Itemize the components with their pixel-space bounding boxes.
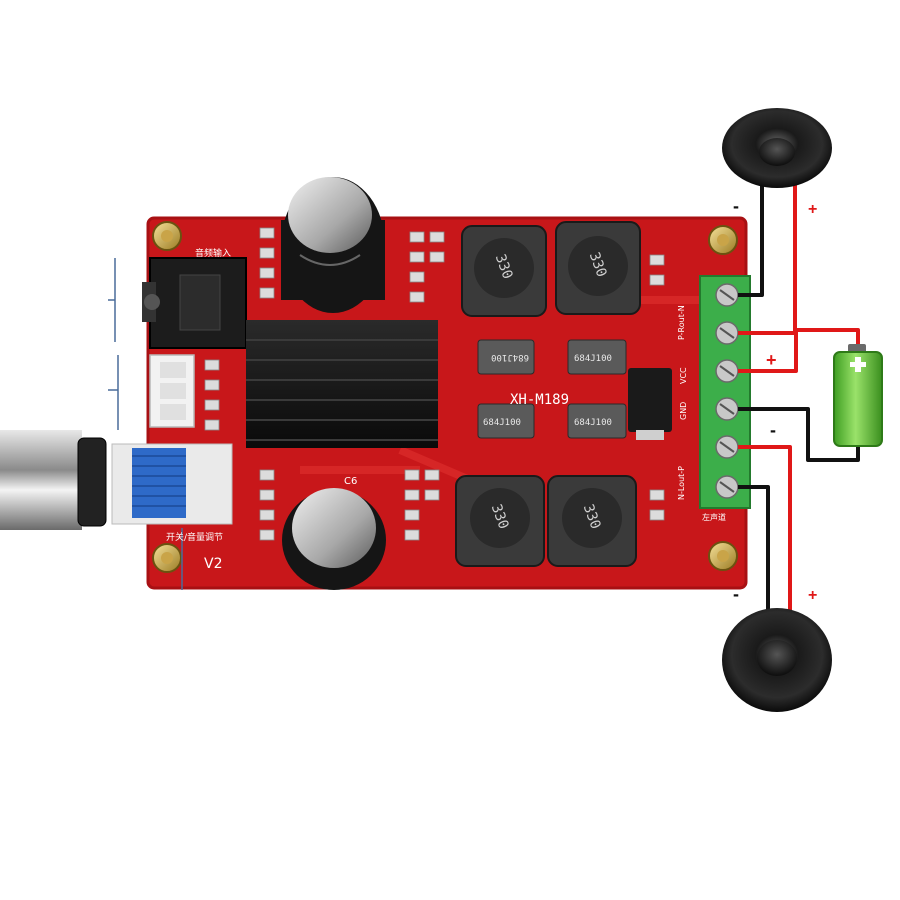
wires bbox=[738, 180, 860, 620]
speaker-top-minus: - bbox=[733, 196, 739, 216]
speaker-bottom-plus: + bbox=[808, 587, 817, 604]
output-label: 左声道 bbox=[702, 512, 726, 522]
cap-label: C6 bbox=[344, 476, 357, 487]
small-inductor-label-1: 684J100 bbox=[491, 352, 529, 362]
terminal-label-rout: P-Rout-N bbox=[677, 305, 686, 340]
terminal-block bbox=[699, 275, 751, 509]
small-inductors bbox=[477, 339, 627, 439]
terminal-label-vcc: VCC bbox=[679, 367, 688, 384]
battery-minus: - bbox=[770, 420, 776, 440]
speaker-bottom bbox=[722, 608, 832, 712]
inductors bbox=[455, 221, 641, 567]
terminal-label-lout: N-Lout-P bbox=[677, 466, 686, 500]
speaker-top bbox=[722, 108, 832, 188]
capacitor-bottom bbox=[282, 488, 386, 590]
power-connector bbox=[108, 354, 195, 430]
capacitor-top bbox=[281, 177, 385, 313]
speaker-top-plus: + bbox=[808, 201, 817, 218]
battery-icon bbox=[833, 344, 883, 447]
mounting-screws bbox=[152, 221, 738, 573]
battery-plus: + bbox=[766, 350, 777, 370]
audio-input-jack bbox=[108, 257, 247, 349]
version-label: V2 bbox=[204, 556, 222, 572]
small-inductor-label-2: 684J100 bbox=[574, 354, 612, 364]
model-label: XH-M189 bbox=[510, 392, 569, 408]
heatsink bbox=[246, 320, 438, 448]
pot-label: 开关/音量调节 bbox=[166, 531, 223, 543]
speaker-bottom-minus: - bbox=[733, 584, 739, 604]
terminal-label-gnd: GND bbox=[679, 402, 688, 420]
smd-components bbox=[204, 227, 665, 541]
input-label: 音频输入 bbox=[195, 247, 231, 259]
volume-knob bbox=[0, 430, 233, 590]
small-inductor-label-4: 684J100 bbox=[574, 418, 612, 428]
small-inductor-label-3: 684J100 bbox=[483, 418, 521, 428]
diode bbox=[628, 368, 672, 440]
